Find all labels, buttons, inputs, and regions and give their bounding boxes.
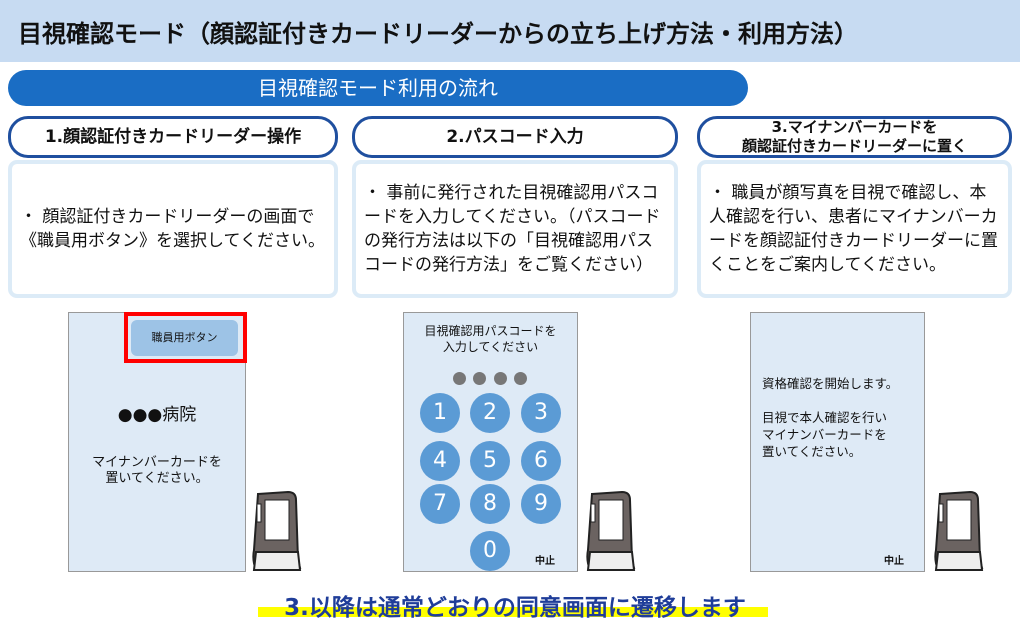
step-2-header: 2.パスコード入力 [352, 116, 678, 158]
msg-line: 置いてください。 [105, 471, 209, 486]
key-9[interactable]: 9 [521, 484, 561, 524]
key-2[interactable]: 2 [470, 393, 510, 433]
passcode-prompt: 目視確認用パスコードを入力してください [403, 323, 578, 355]
prompt-line: 入力してください [442, 340, 539, 354]
key-3[interactable]: 3 [521, 393, 561, 433]
staff-button[interactable]: 職員用ボタン [131, 320, 238, 356]
passcode-dot [453, 372, 466, 385]
step-3-text: ・ 職員が顔写真を目視で確認し、本人確認を行い、患者にマイナンバーカードを顔認証… [709, 183, 998, 275]
footer-note: 3.以降は通常どおりの同意画面に遷移します [284, 595, 746, 621]
cancel-button[interactable]: 中止 [884, 556, 904, 567]
msg-line: 置いてください。 [762, 444, 862, 459]
highlight-box [124, 312, 247, 363]
key-5[interactable]: 5 [470, 441, 510, 481]
msg-line: 目視で本人確認を行い [762, 410, 888, 425]
step-3-title-line2: 顔認証付きカードリーダーに置く [741, 137, 967, 155]
step-3-card: ・ 職員が顔写真を目視で確認し、本人確認を行い、患者にマイナンバーカードを顔認証… [697, 160, 1012, 298]
page-title: 目視確認モード（顔認証付きカードリーダーからの立ち上げ方法・利用方法） [18, 20, 858, 48]
confirm-message: 資格確認を開始します。 目視で本人確認を行い マイナンバーカードを 置いてくださ… [762, 375, 898, 460]
card-reader-icon [934, 490, 984, 572]
cancel-button[interactable]: 中止 [535, 556, 555, 567]
prompt-line: 目視確認用パスコードを [424, 324, 557, 338]
step-3-header: 3.マイナンバーカードを顔認証付きカードリーダーに置く [697, 116, 1012, 158]
reader-screen-3 [750, 312, 925, 572]
key-7[interactable]: 7 [420, 484, 460, 524]
card-reader-icon [252, 490, 302, 572]
flow-banner: 目視確認モード利用の流れ [8, 70, 748, 106]
step-1-text: ・ 顔認証付きカードリーダーの画面で《職員用ボタン》を選択してください。 [20, 207, 325, 251]
page-header: 目視確認モード（顔認証付きカードリーダーからの立ち上げ方法・利用方法） [0, 0, 1020, 62]
passcode-dot [473, 372, 486, 385]
msg-line: 資格確認を開始します。 [762, 376, 899, 391]
step-1-header: 1.顔認証付きカードリーダー操作 [8, 116, 338, 158]
step-1-card: ・ 顔認証付きカードリーダーの画面で《職員用ボタン》を選択してください。 [8, 160, 338, 298]
passcode-dot [494, 372, 507, 385]
place-card-message: マイナンバーカードを置いてください。 [68, 455, 246, 487]
key-1[interactable]: 1 [420, 393, 460, 433]
footer-underline [258, 607, 768, 617]
step-2-text: ・ 事前に発行された目視確認用パスコードを入力してください。（パスコードの発行方… [364, 183, 661, 275]
key-4[interactable]: 4 [420, 441, 460, 481]
hospital-name: ●●●病院 [117, 405, 197, 425]
passcode-dot [514, 372, 527, 385]
step-3-title-line1: 3.マイナンバーカードを [771, 118, 938, 136]
key-6[interactable]: 6 [521, 441, 561, 481]
key-8[interactable]: 8 [470, 484, 510, 524]
msg-line: マイナンバーカードを [762, 427, 887, 442]
key-0[interactable]: 0 [470, 531, 510, 571]
step-2-card: ・ 事前に発行された目視確認用パスコードを入力してください。（パスコードの発行方… [352, 160, 678, 298]
card-reader-icon [586, 490, 636, 572]
msg-line: マイナンバーカードを [92, 455, 222, 470]
